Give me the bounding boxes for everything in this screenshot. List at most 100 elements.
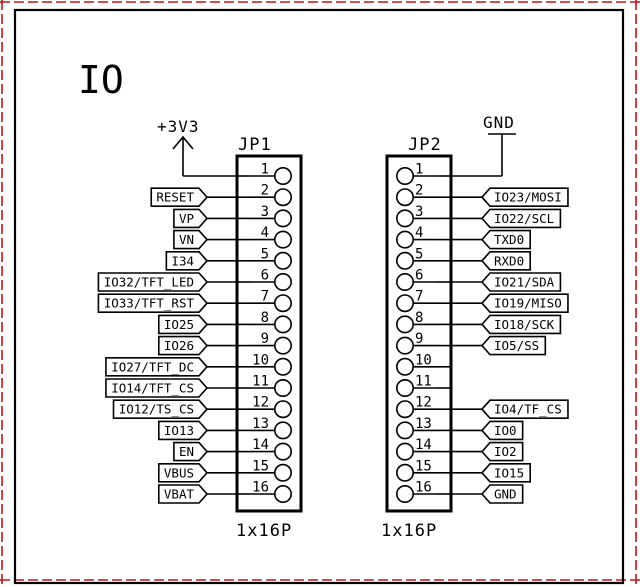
jp2-net-label: IO23/MOSI xyxy=(494,190,562,205)
jp2-pin-number: 13 xyxy=(415,416,432,432)
jp1-pin-number: 2 xyxy=(261,183,269,199)
jp1-pin-4-pad xyxy=(273,230,292,249)
jp1-net-label-box xyxy=(158,335,209,356)
jp2-net-label: IO2 xyxy=(494,444,517,459)
jp2-net-label-box xyxy=(480,462,532,483)
jp1-pin-number: 11 xyxy=(252,374,269,390)
jp1-pin-number: 13 xyxy=(252,416,269,432)
jp2-net-label-box xyxy=(480,208,562,229)
jp1-pin-2-pad xyxy=(273,188,292,207)
jp2-pin-number: 1 xyxy=(415,162,423,178)
jp2-net-label: GND xyxy=(494,487,517,502)
jp1-pin-10: 10 IO27/TFT_DC xyxy=(105,352,292,377)
jp2-net-label: IO18/SCK xyxy=(494,317,555,332)
jp1-pin-3-pad xyxy=(273,209,292,228)
jp2-pin-13: 13 IO0 xyxy=(395,416,524,441)
sheet-title: IO xyxy=(78,58,124,102)
jp1-net-label-box xyxy=(173,208,209,229)
jp1-pin-5-pad xyxy=(273,251,292,270)
jp1-pin-11: 11 IO14/TFT_CS xyxy=(105,374,292,398)
jp2-pin-number: 14 xyxy=(415,437,432,453)
jp2-ground-symbol xyxy=(451,133,516,177)
jp2-net-label-box xyxy=(480,187,569,207)
jp1-power-symbol xyxy=(172,135,237,177)
connector-jp1: JP1 1x16P +3V3 12RESET3VP4VN5I346IO32/TF… xyxy=(97,117,303,541)
jp2-power-label: GND xyxy=(483,113,515,132)
jp2-pin-number: 5 xyxy=(415,246,423,262)
jp1-name: JP1 xyxy=(238,135,272,155)
jp1-body xyxy=(235,154,303,513)
jp1-net-label: IO27/TFT_DC xyxy=(111,359,194,374)
jp1-net-label: IO26 xyxy=(164,338,194,353)
jp2-net-label: TXD0 xyxy=(494,232,524,247)
jp1-pin-1-pad xyxy=(273,167,292,186)
jp1-pin-number: 16 xyxy=(252,480,269,496)
jp2-net-label-box xyxy=(480,484,524,504)
jp1-net-label-box xyxy=(112,399,209,420)
jp2-net-label: IO21/SDA xyxy=(494,275,555,290)
jp2-pin-12-pad xyxy=(395,400,414,419)
jp2-pin-number: 9 xyxy=(415,331,423,347)
jp1-pin-8-pad xyxy=(273,315,292,334)
jp1-pin-13-pad xyxy=(273,421,292,440)
jp2-net-label: IO0 xyxy=(494,423,517,438)
jp2-pin-13-pad xyxy=(395,421,414,440)
jp2-pin-number: 3 xyxy=(415,204,423,220)
jp1-pin-11-pad xyxy=(273,378,292,397)
jp1-pin-number: 5 xyxy=(261,246,269,262)
jp1-net-label: VN xyxy=(179,232,194,247)
jp1-pin-15-pad xyxy=(273,463,292,482)
jp1-power-label: +3V3 xyxy=(157,117,200,136)
jp2-pin-8-pad xyxy=(395,315,414,334)
jp2-pin-number: 4 xyxy=(415,225,423,241)
jp2-pin-14-pad xyxy=(395,442,414,461)
jp2-pin-number: 12 xyxy=(415,395,432,411)
jp2-pin-8: 8 IO18/SCK xyxy=(395,310,562,335)
jp2-pin-number: 8 xyxy=(415,310,423,326)
jp1-net-label: IO14/TFT_CS xyxy=(111,381,194,396)
jp2-net-label-box xyxy=(480,420,524,441)
jp1-pin-3: 3VP xyxy=(173,204,292,229)
jp2-pin-5-pad xyxy=(395,251,414,270)
jp2-pin-number: 15 xyxy=(415,458,432,474)
jp1-pin-16-pad xyxy=(273,484,292,503)
jp2-net-label-box xyxy=(480,314,562,335)
jp1-net-label: VBAT xyxy=(164,487,195,502)
jp1-pin-number: 7 xyxy=(261,289,269,305)
jp2-pin-11-pad xyxy=(395,378,414,397)
jp1-pin-number: 3 xyxy=(261,204,269,220)
jp2-pin-14: 14 IO2 xyxy=(395,437,524,462)
jp2-name: JP2 xyxy=(408,135,442,155)
jp1-net-label-box xyxy=(173,441,209,462)
jp2-pin-3: 3 IO22/SCL xyxy=(395,204,562,229)
jp2-net-label-box xyxy=(480,229,532,250)
inner-border xyxy=(13,8,625,585)
jp1-pin-14-pad xyxy=(273,442,292,461)
jp1-net-label: IO32/TFT_LED xyxy=(104,275,194,290)
jp1-pin-9-pad xyxy=(273,336,292,355)
jp1-pin-number: 10 xyxy=(252,352,269,368)
jp1-pin-number: 1 xyxy=(261,162,269,178)
jp2-net-label: IO22/SCL xyxy=(494,211,554,226)
jp1-net-label-box xyxy=(165,251,209,271)
jp1-net-label: EN xyxy=(179,444,194,459)
jp1-pin-number: 4 xyxy=(261,225,269,241)
jp1-pin-number: 6 xyxy=(261,268,269,284)
jp2-pin-1: 1 xyxy=(395,162,451,186)
jp1-pin-6: 6 IO32/TFT_LED xyxy=(97,268,292,292)
jp2-pin-number: 10 xyxy=(415,352,432,368)
jp1-net-label-box xyxy=(97,272,209,292)
jp2-pin-number: 11 xyxy=(415,374,432,390)
jp1-footprint: 1x16P xyxy=(236,521,292,541)
